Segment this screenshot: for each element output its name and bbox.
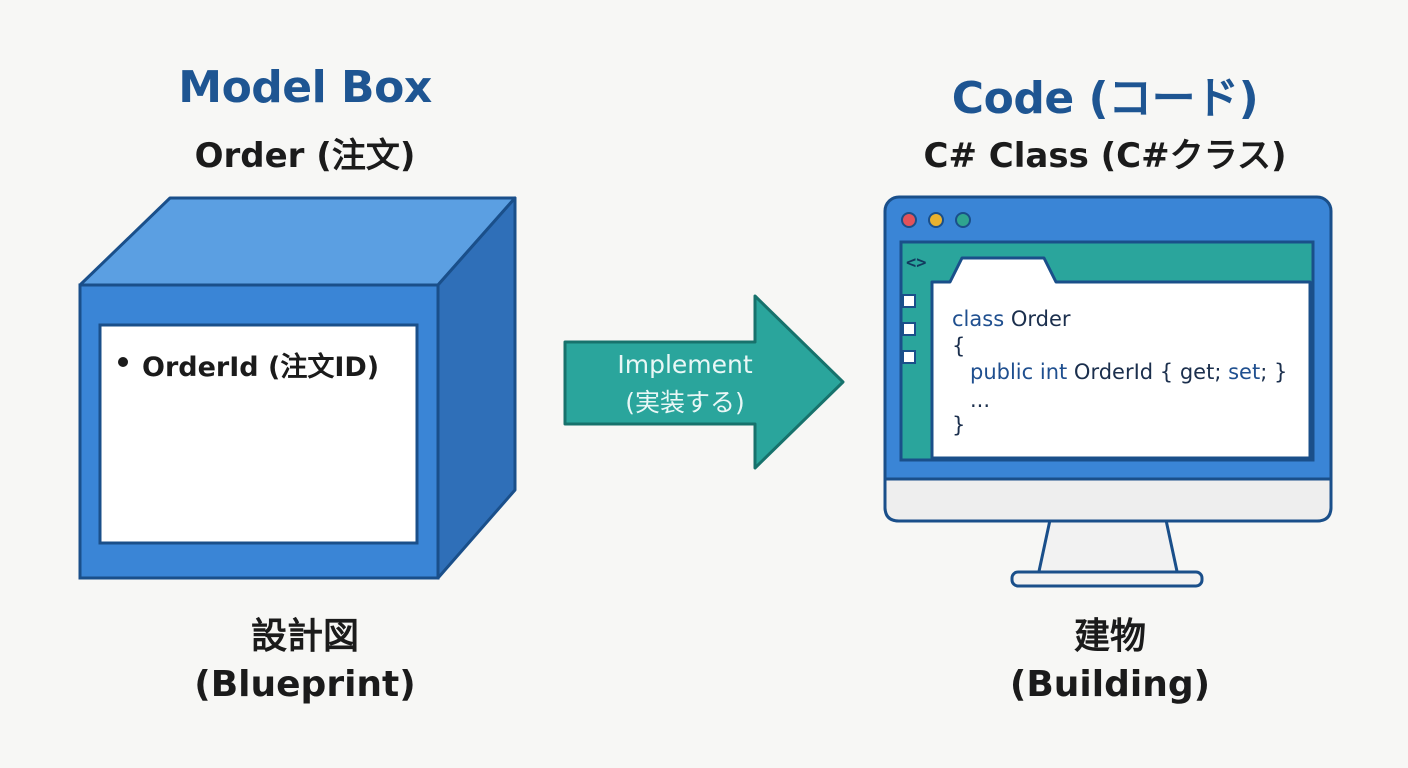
building-caption-en: (Building)	[1009, 664, 1211, 705]
model-box-subtitle: Order (注文)	[194, 136, 416, 176]
code-class-name: Order	[1004, 307, 1071, 331]
code-line-ellipsis: ...	[970, 388, 991, 412]
code-subtitle: C# Class (C#クラス)	[923, 136, 1287, 176]
model-box	[78, 196, 517, 580]
code-keyword-public-int: public int	[970, 360, 1068, 384]
blueprint-caption-en: (Blueprint)	[194, 664, 416, 705]
model-box-title: Model Box	[178, 62, 432, 113]
building-caption-jp: 建物	[1073, 616, 1146, 657]
code-line-close-brace: }	[952, 413, 966, 437]
field-bullet	[118, 357, 128, 367]
code-property-name: OrderId { get;	[1067, 360, 1229, 384]
implement-label: Implement	[617, 350, 753, 379]
implement-arrow	[563, 294, 845, 470]
code-tab-icon: <>	[906, 253, 927, 273]
code-line-property: public int OrderId { get; set; }	[970, 360, 1287, 384]
code-keyword-set: set	[1228, 360, 1261, 384]
field-orderid: OrderId (注文ID)	[142, 352, 380, 383]
implement-label-jp: (実装する)	[625, 388, 745, 417]
monitor	[883, 195, 1333, 588]
code-title: Code (コード)	[951, 73, 1259, 124]
code-line-class: class Order	[952, 307, 1071, 331]
code-property-end: ; }	[1260, 360, 1288, 384]
code-keyword-class: class	[952, 307, 1005, 331]
blueprint-caption-jp: 設計図	[250, 616, 359, 657]
code-line-open-brace: {	[952, 334, 966, 358]
